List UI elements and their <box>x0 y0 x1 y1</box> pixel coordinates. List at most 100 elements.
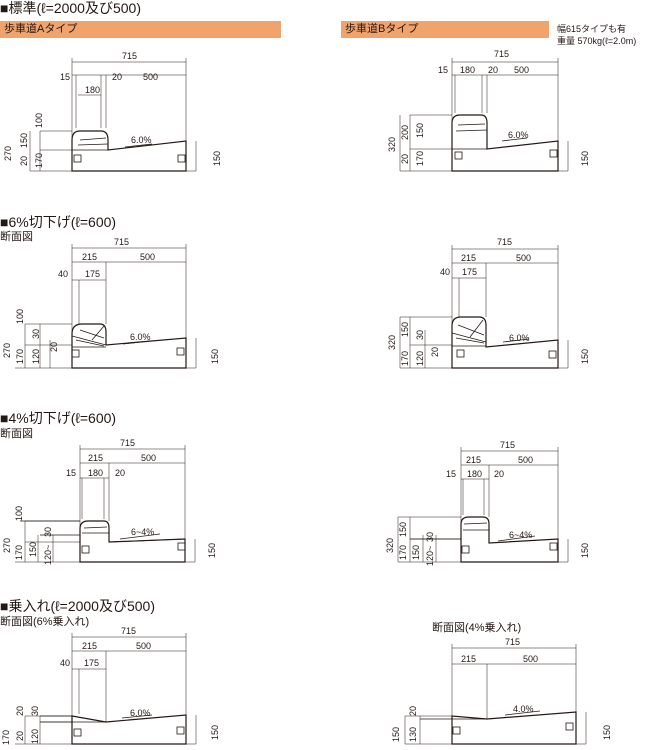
slope-arrow <box>501 137 528 142</box>
dim-total: 715 <box>114 237 129 247</box>
slope-arrow <box>124 143 153 148</box>
block-outline <box>451 316 559 369</box>
dim-slope: 4.0% <box>513 704 534 714</box>
dim-170: 170 <box>398 545 408 560</box>
insert-right <box>549 542 558 551</box>
dim-150: 150 <box>398 522 408 537</box>
dim-lines <box>399 58 569 172</box>
dim-150b: 150 <box>411 545 421 560</box>
dim-215: 215 <box>461 253 476 263</box>
dim-320: 320 <box>387 137 397 152</box>
dim-r150: 150 <box>580 349 590 364</box>
dim-170: 170 <box>15 349 25 364</box>
dim-20: 20 <box>494 469 504 479</box>
dim-40: 40 <box>60 658 70 668</box>
curb-face-line <box>82 526 186 543</box>
section-subtitle-entry-left: 断面図(6%乗入れ) <box>0 616 90 628</box>
type-a-bar: 歩車道Aタイプ <box>0 21 281 38</box>
slope-arrow <box>504 710 541 716</box>
dim-215: 215 <box>466 455 481 465</box>
type-b-note-line1: 幅615タイプも有 <box>557 24 627 34</box>
insert-left <box>452 726 461 735</box>
block-outline <box>451 711 577 745</box>
dim-500: 500 <box>516 253 531 263</box>
dim-120: 120 <box>31 349 41 364</box>
dim-30: 30 <box>30 706 40 716</box>
dim-500: 500 <box>514 65 529 75</box>
dim-170: 170 <box>1 730 11 745</box>
block-outline <box>79 520 186 563</box>
section-title-cut6: ■6%切下げ(ℓ=600) <box>0 214 117 230</box>
insert-left <box>73 154 82 163</box>
dim-r150: 150 <box>207 543 217 558</box>
dim-100: 100 <box>14 506 24 521</box>
dim-500: 500 <box>140 252 155 262</box>
dim-130: 130 <box>408 727 418 742</box>
dim-30: 30 <box>415 330 425 340</box>
dim-500: 500 <box>523 654 538 664</box>
insert-right <box>548 350 557 359</box>
dim-215: 215 <box>88 453 103 463</box>
dim-320: 320 <box>385 538 395 553</box>
dim-175: 175 <box>462 267 477 277</box>
dim-lines <box>397 447 569 563</box>
insert-left <box>454 151 463 160</box>
section-b-cut4: 715 215 500 15 180 20 6~4% 320 150 30 17… <box>385 440 590 566</box>
insert-right <box>177 542 186 551</box>
dim-20v: 20 <box>19 156 29 166</box>
dim-r150: 150 <box>580 151 590 166</box>
dim-total: 715 <box>505 637 520 647</box>
section-title-entry: ■乗入れ(ℓ=2000及び500) <box>0 598 155 614</box>
dim-total: 715 <box>497 237 512 247</box>
block-outline <box>451 114 559 172</box>
insert-left <box>71 349 80 358</box>
dim-total: 715 <box>122 51 137 61</box>
section-subtitle-entry-right: 断面図(4%乗入れ) <box>432 622 522 634</box>
dim-20v: 20 <box>49 342 59 352</box>
dim-320: 320 <box>387 335 397 350</box>
type-b-bar: 歩車道Bタイプ <box>341 21 549 38</box>
dim-lines <box>29 58 197 172</box>
dim-slope: 6.0% <box>508 130 529 140</box>
dim-20: 20 <box>115 468 125 478</box>
dim-15: 15 <box>438 65 448 75</box>
dim-r150: 150 <box>602 725 612 740</box>
dim-270: 270 <box>2 343 12 358</box>
dim-lines <box>15 244 197 369</box>
dim-total: 715 <box>121 626 136 636</box>
dim-170: 170 <box>14 545 24 560</box>
dim-270: 270 <box>3 146 13 161</box>
dim-150: 150 <box>415 123 425 138</box>
dim-215: 215 <box>82 252 97 262</box>
dim-500: 500 <box>141 453 156 463</box>
dim-120: 120~ <box>425 546 435 566</box>
dim-215: 215 <box>461 654 476 664</box>
dim-500: 500 <box>136 641 151 651</box>
dim-150: 150 <box>19 133 29 148</box>
insert-right <box>176 347 185 356</box>
dim-170: 170 <box>400 351 410 366</box>
section-b-entry: 715 215 500 4.0% 150 20 130 150 <box>391 637 612 745</box>
dim-180: 180 <box>88 468 103 478</box>
section-a-cut4: 715 215 500 15 180 20 6~4% 270 100 30 15… <box>2 438 217 565</box>
slope-arrow <box>122 340 151 345</box>
dim-270: 270 <box>2 538 12 553</box>
dim-15: 15 <box>60 72 70 82</box>
dim-slope: 6.0% <box>509 333 530 343</box>
section-a-standard: 715 15 20 500 180 6.0% 270 100 150 20 17… <box>3 51 222 172</box>
block-outline <box>460 516 559 563</box>
dim-500: 500 <box>143 72 158 82</box>
block-outline <box>71 714 187 745</box>
dim-15: 15 <box>66 468 76 478</box>
dim-170: 170 <box>415 151 425 166</box>
section-a-entry: 715 215 500 40 175 6.0% 170 20 30 20 120… <box>1 626 220 745</box>
dim-total: 715 <box>500 440 515 450</box>
dim-200: 200 <box>400 125 410 140</box>
dim-lines <box>399 245 569 369</box>
insert-left <box>461 545 470 554</box>
slope-arrow <box>119 533 161 540</box>
dim-40: 40 <box>58 269 68 279</box>
dim-15: 15 <box>446 469 456 479</box>
dim-20: 20 <box>112 72 122 82</box>
insert-right <box>565 722 574 731</box>
